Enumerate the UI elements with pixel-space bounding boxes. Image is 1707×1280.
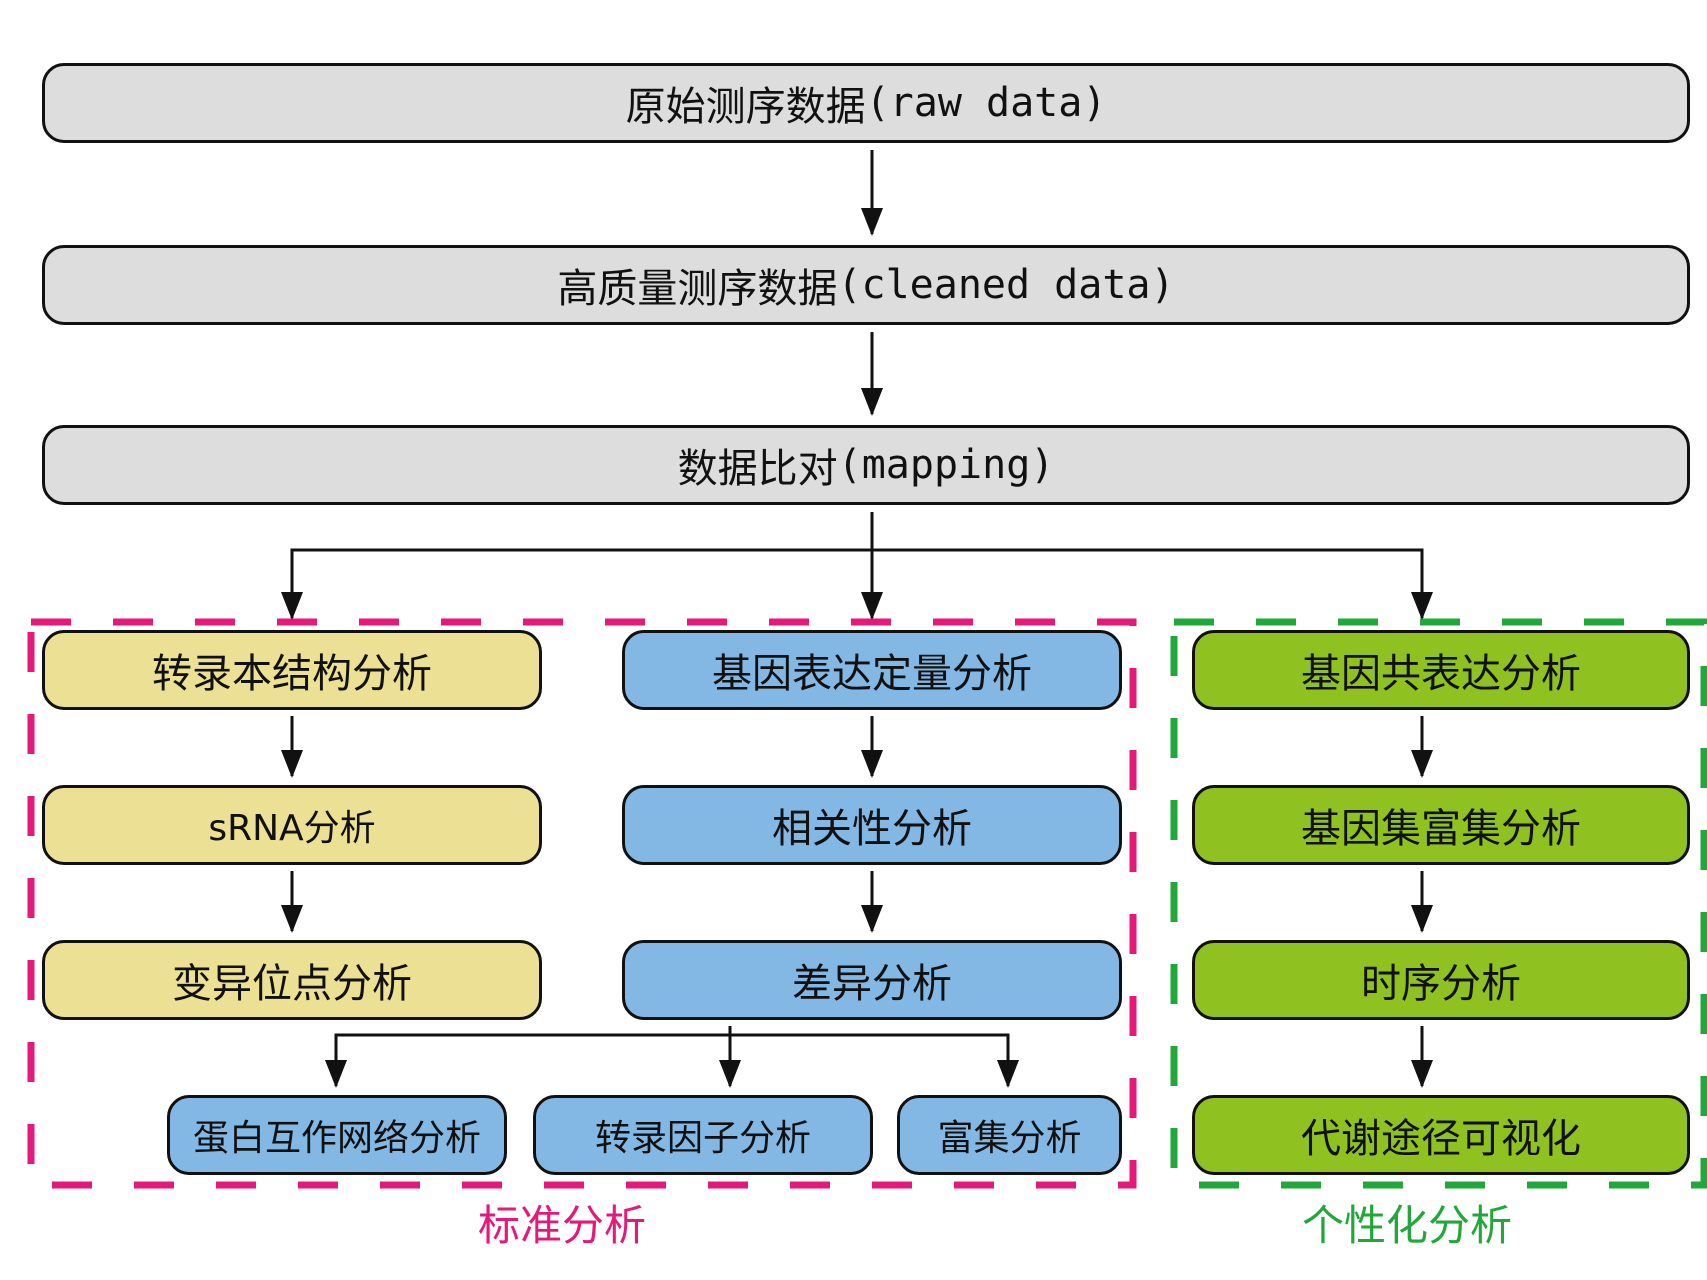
enrichment-node: 富集分析 <box>897 1095 1122 1175</box>
node-label: 转录本结构分析 <box>152 651 432 697</box>
arrowhead <box>861 592 883 620</box>
arrowhead <box>1411 750 1433 778</box>
time-series-node: 时序分析 <box>1192 940 1690 1020</box>
variant-site-node: 变异位点分析 <box>42 940 542 1020</box>
arrowhead <box>719 1060 741 1088</box>
transcript-structure-node: 转录本结构分析 <box>42 630 542 710</box>
expression-quant-node: 基因表达定量分析 <box>622 630 1122 710</box>
arrowhead <box>1411 592 1433 620</box>
personalized-group-title: 个性化分析 <box>1302 1201 1513 1250</box>
node-label: 转录因子分析 <box>594 1118 811 1159</box>
cleaned-data-suffix: (cleaned data) <box>837 262 1175 308</box>
gene-set-enrichment-node: 基因集富集分析 <box>1192 785 1690 865</box>
arrowhead <box>281 592 303 620</box>
node-label: 基因表达定量分析 <box>712 651 1032 697</box>
pathway-visualization-node: 代谢途径可视化 <box>1192 1095 1690 1175</box>
differential-node: 差异分析 <box>622 940 1122 1020</box>
differential-branch-line <box>334 1033 1010 1086</box>
node-label: 相关性分析 <box>772 806 972 852</box>
arrowhead <box>861 388 883 416</box>
cleaned-data-label: 高质量测序数据 <box>557 266 838 312</box>
arrowhead <box>281 905 303 933</box>
node-label: 差异分析 <box>792 961 952 1007</box>
standard-group-title: 标准分析 <box>478 1201 647 1250</box>
raw-data-node: 原始测序数据(raw data) <box>42 63 1690 143</box>
node-label: 蛋白互作网络分析 <box>192 1118 481 1159</box>
raw-data-suffix: (raw data) <box>865 80 1107 126</box>
node-label: 变异位点分析 <box>172 961 412 1007</box>
raw-data-label: 原始测序数据 <box>625 84 866 130</box>
standard-group-frame <box>27 618 1137 1189</box>
arrowhead <box>997 1060 1019 1088</box>
arrowhead <box>1411 905 1433 933</box>
node-label: 基因共表达分析 <box>1301 651 1581 697</box>
mapping-suffix: (mapping) <box>837 442 1055 488</box>
mapping-label: 数据比对 <box>677 446 838 492</box>
tf-analysis-node: 转录因子分析 <box>533 1095 873 1175</box>
node-label: sRNA分析 <box>208 808 376 849</box>
arrowhead <box>861 905 883 933</box>
mapping-node: 数据比对(mapping) <box>42 425 1690 505</box>
arrowhead <box>861 208 883 236</box>
node-label: 时序分析 <box>1361 961 1521 1007</box>
arrowhead <box>325 1060 347 1088</box>
correlation-node: 相关性分析 <box>622 785 1122 865</box>
node-label: 基因集富集分析 <box>1301 806 1581 852</box>
arrowhead <box>861 750 883 778</box>
branch-line <box>290 548 1424 618</box>
arrowhead <box>1411 1060 1433 1088</box>
cleaned-data-node: 高质量测序数据(cleaned data) <box>42 245 1690 325</box>
personalized-group-frame <box>1170 618 1707 1189</box>
srna-node: sRNA分析 <box>42 785 542 865</box>
arrowhead <box>281 750 303 778</box>
node-label: 代谢途径可视化 <box>1301 1116 1581 1162</box>
node-label: 富集分析 <box>937 1118 1082 1159</box>
ppi-network-node: 蛋白互作网络分析 <box>167 1095 507 1175</box>
coexpression-node: 基因共表达分析 <box>1192 630 1690 710</box>
